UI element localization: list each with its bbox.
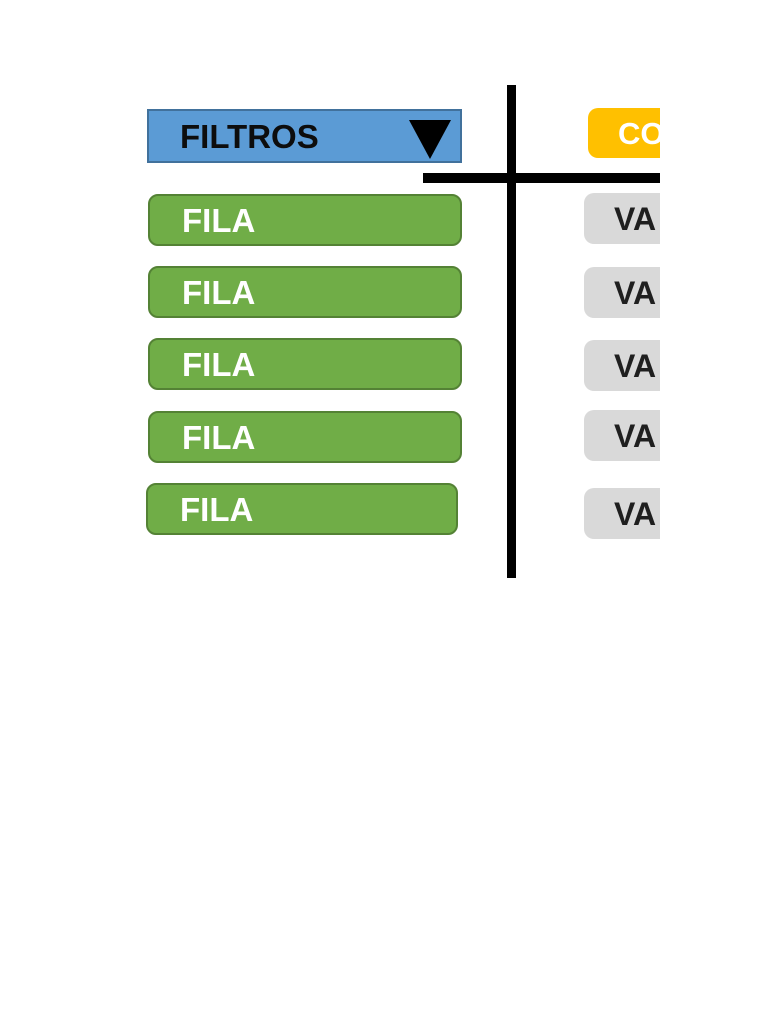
row-button-label: FILA <box>182 345 256 383</box>
row-button-4[interactable]: FILA <box>148 411 462 463</box>
value-button-3[interactable]: VA <box>584 340 660 391</box>
value-button-1[interactable]: VA <box>584 193 660 244</box>
row-button-5[interactable]: FILA <box>146 483 458 535</box>
value-button-label: VA <box>614 274 657 311</box>
row-button-label: FILA <box>182 201 256 239</box>
value-button-label: VA <box>614 347 657 384</box>
value-button-2[interactable]: VA <box>584 267 660 318</box>
triangle-down-icon <box>409 120 451 159</box>
filters-button[interactable]: FILTROS <box>147 109 462 163</box>
vertical-divider-line <box>507 85 516 578</box>
row-button-3[interactable]: FILA <box>148 338 462 390</box>
value-button-label: VA <box>614 200 657 237</box>
value-button-5[interactable]: VA <box>584 488 660 539</box>
columns-button[interactable]: CO <box>588 108 660 158</box>
value-button-label: VA <box>614 417 657 454</box>
columns-button-label: CO <box>618 115 660 151</box>
row-button-2[interactable]: FILA <box>148 266 462 318</box>
filters-button-label: FILTROS <box>180 117 319 155</box>
row-button-1[interactable]: FILA <box>148 194 462 246</box>
row-button-label: FILA <box>182 273 256 311</box>
value-button-4[interactable]: VA <box>584 410 660 461</box>
value-button-label: VA <box>614 495 657 532</box>
row-button-label: FILA <box>180 490 254 528</box>
horizontal-divider-line <box>423 173 660 183</box>
row-button-label: FILA <box>182 418 256 456</box>
